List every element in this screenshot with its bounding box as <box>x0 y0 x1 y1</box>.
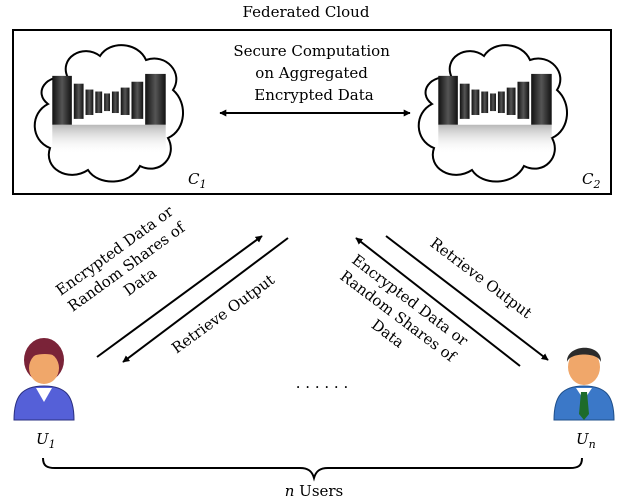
user-u1-label: U1 <box>36 430 56 451</box>
users-brace <box>42 457 583 482</box>
diagram-title: Federated Cloud <box>243 3 370 21</box>
cloud-c1: C1 <box>33 44 206 191</box>
users-brace-label: n Users <box>285 482 344 500</box>
cloud-c2: C2 <box>417 44 600 191</box>
cloud-link-label: Secure Computation on Aggregated Encrypt… <box>233 42 394 104</box>
federated-cloud-box <box>12 29 612 195</box>
u1-retrieve-arrow <box>122 237 289 363</box>
user-un-label: Un <box>576 430 596 451</box>
user-u1-avatar <box>13 338 75 421</box>
cloud-c1-label: C1 <box>188 170 206 191</box>
un-retrieve-arrow <box>385 235 549 361</box>
u1-upload-arrow <box>96 235 263 358</box>
user-icon <box>13 385 75 421</box>
u1-upload-label: Encrypted Data or Random Shares of Data <box>52 199 204 331</box>
un-upload-arrow <box>355 237 521 367</box>
cloud-c2-label: C2 <box>582 170 600 191</box>
un-upload-label: Encrypted Data or Random Shares of Data <box>324 251 475 385</box>
users-ellipsis: · · · · · · <box>296 378 348 396</box>
user-un-avatar <box>553 347 615 421</box>
u1-retrieve-label: Retrieve Output <box>168 271 278 358</box>
